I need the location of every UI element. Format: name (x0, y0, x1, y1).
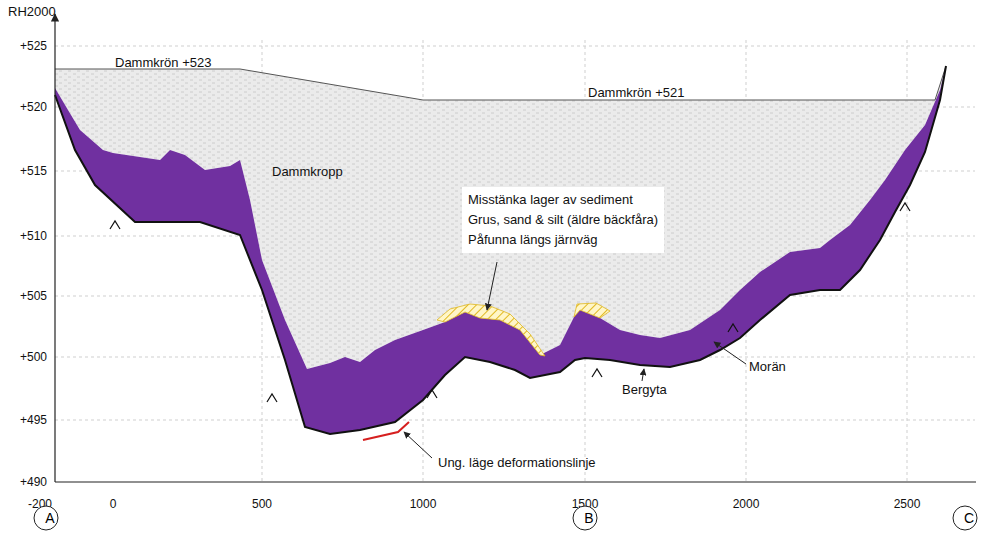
annotation-label: Dammkrön +523 (115, 55, 211, 70)
deformation-line (363, 422, 409, 440)
x-tick-label: 500 (252, 497, 272, 512)
y-tick-label: +515 (20, 164, 47, 179)
annotation-label: Dammkropp (272, 164, 343, 179)
x-tick-label: 0 (110, 497, 117, 512)
note-line: Grus, sand & silt (äldre bäckfåra) (468, 210, 658, 230)
section-marker: C (952, 505, 981, 531)
y-axis (54, 14, 55, 482)
leader-line (642, 369, 644, 381)
y-tick-label: +520 (20, 100, 47, 115)
y-tick-label: +505 (20, 289, 47, 304)
section-marker: A (33, 505, 67, 531)
x-tick-label: 2500 (894, 497, 921, 512)
x-axis (55, 481, 976, 482)
leader-line (714, 342, 746, 364)
y-tick-label: +490 (20, 475, 47, 490)
leader-line (487, 262, 497, 310)
marker-letter: B (572, 505, 606, 531)
annotation-label: Bergyta (622, 382, 667, 397)
note-line: Misstänka lager av sediment (468, 190, 658, 210)
x-tick-label: 2000 (733, 497, 760, 512)
y-tick-label: +510 (20, 229, 47, 244)
bedrock-line (55, 66, 946, 434)
callout-box: Misstänka lager av sedimentGrus, sand & … (462, 187, 664, 253)
annotation-label: Dammkrön +521 (588, 85, 684, 100)
marker-letter: C (952, 505, 981, 531)
annotation-label: Morän (749, 359, 786, 374)
axis-title: RH2000 (8, 4, 56, 19)
y-tick-label: +525 (20, 39, 47, 54)
moraine-layer (55, 66, 946, 434)
dam-crest-line (55, 66, 946, 100)
section-marker: B (572, 505, 606, 531)
note-line: Påfunna längs järnväg (468, 230, 658, 250)
leader-line (404, 432, 432, 458)
marker-letter: A (33, 505, 67, 531)
sediment-layer (437, 303, 610, 356)
y-tick-label: +495 (20, 413, 47, 428)
annotation-label: Ung. läge deformationslinje (438, 455, 596, 470)
y-tick-label: +500 (20, 350, 47, 365)
x-tick-label: 1000 (410, 497, 437, 512)
